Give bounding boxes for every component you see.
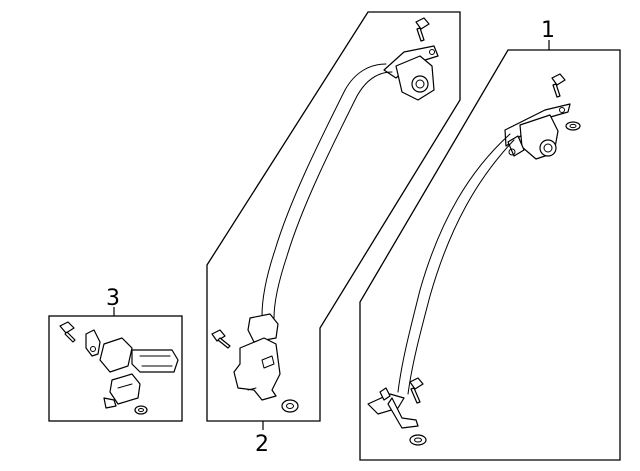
part-1-washer-lower bbox=[409, 434, 427, 446]
part-1-washer-upper bbox=[565, 121, 581, 131]
part-2-retractor bbox=[383, 45, 439, 101]
part-2-webbing bbox=[261, 63, 393, 319]
part-1-webbing bbox=[397, 133, 515, 395]
part-3-bolt bbox=[59, 321, 76, 343]
part-1-retractor bbox=[504, 103, 571, 160]
part-2-washer bbox=[281, 399, 299, 413]
part-3-buckle bbox=[99, 337, 179, 373]
part-1-group: 1 bbox=[359, 18, 621, 461]
part-2-callout: 2 bbox=[255, 432, 269, 457]
part-1-bolt-lower bbox=[409, 377, 424, 404]
part-3-tongue bbox=[103, 373, 141, 409]
part-3-group: 3 bbox=[48, 286, 183, 422]
part-1-lower-anchor bbox=[367, 387, 419, 429]
part-3-washer bbox=[134, 405, 148, 415]
part-1-callout: 1 bbox=[541, 18, 555, 43]
part-2-group: 2 bbox=[206, 11, 461, 457]
part-1-bolt bbox=[551, 73, 566, 98]
part-2-bolt-side bbox=[211, 329, 231, 349]
part-2-bolt-upper bbox=[415, 17, 430, 42]
part-3-callout: 3 bbox=[106, 286, 120, 311]
part-2-lower-retractor bbox=[233, 313, 281, 401]
part-3-anchor-plate bbox=[85, 329, 101, 357]
